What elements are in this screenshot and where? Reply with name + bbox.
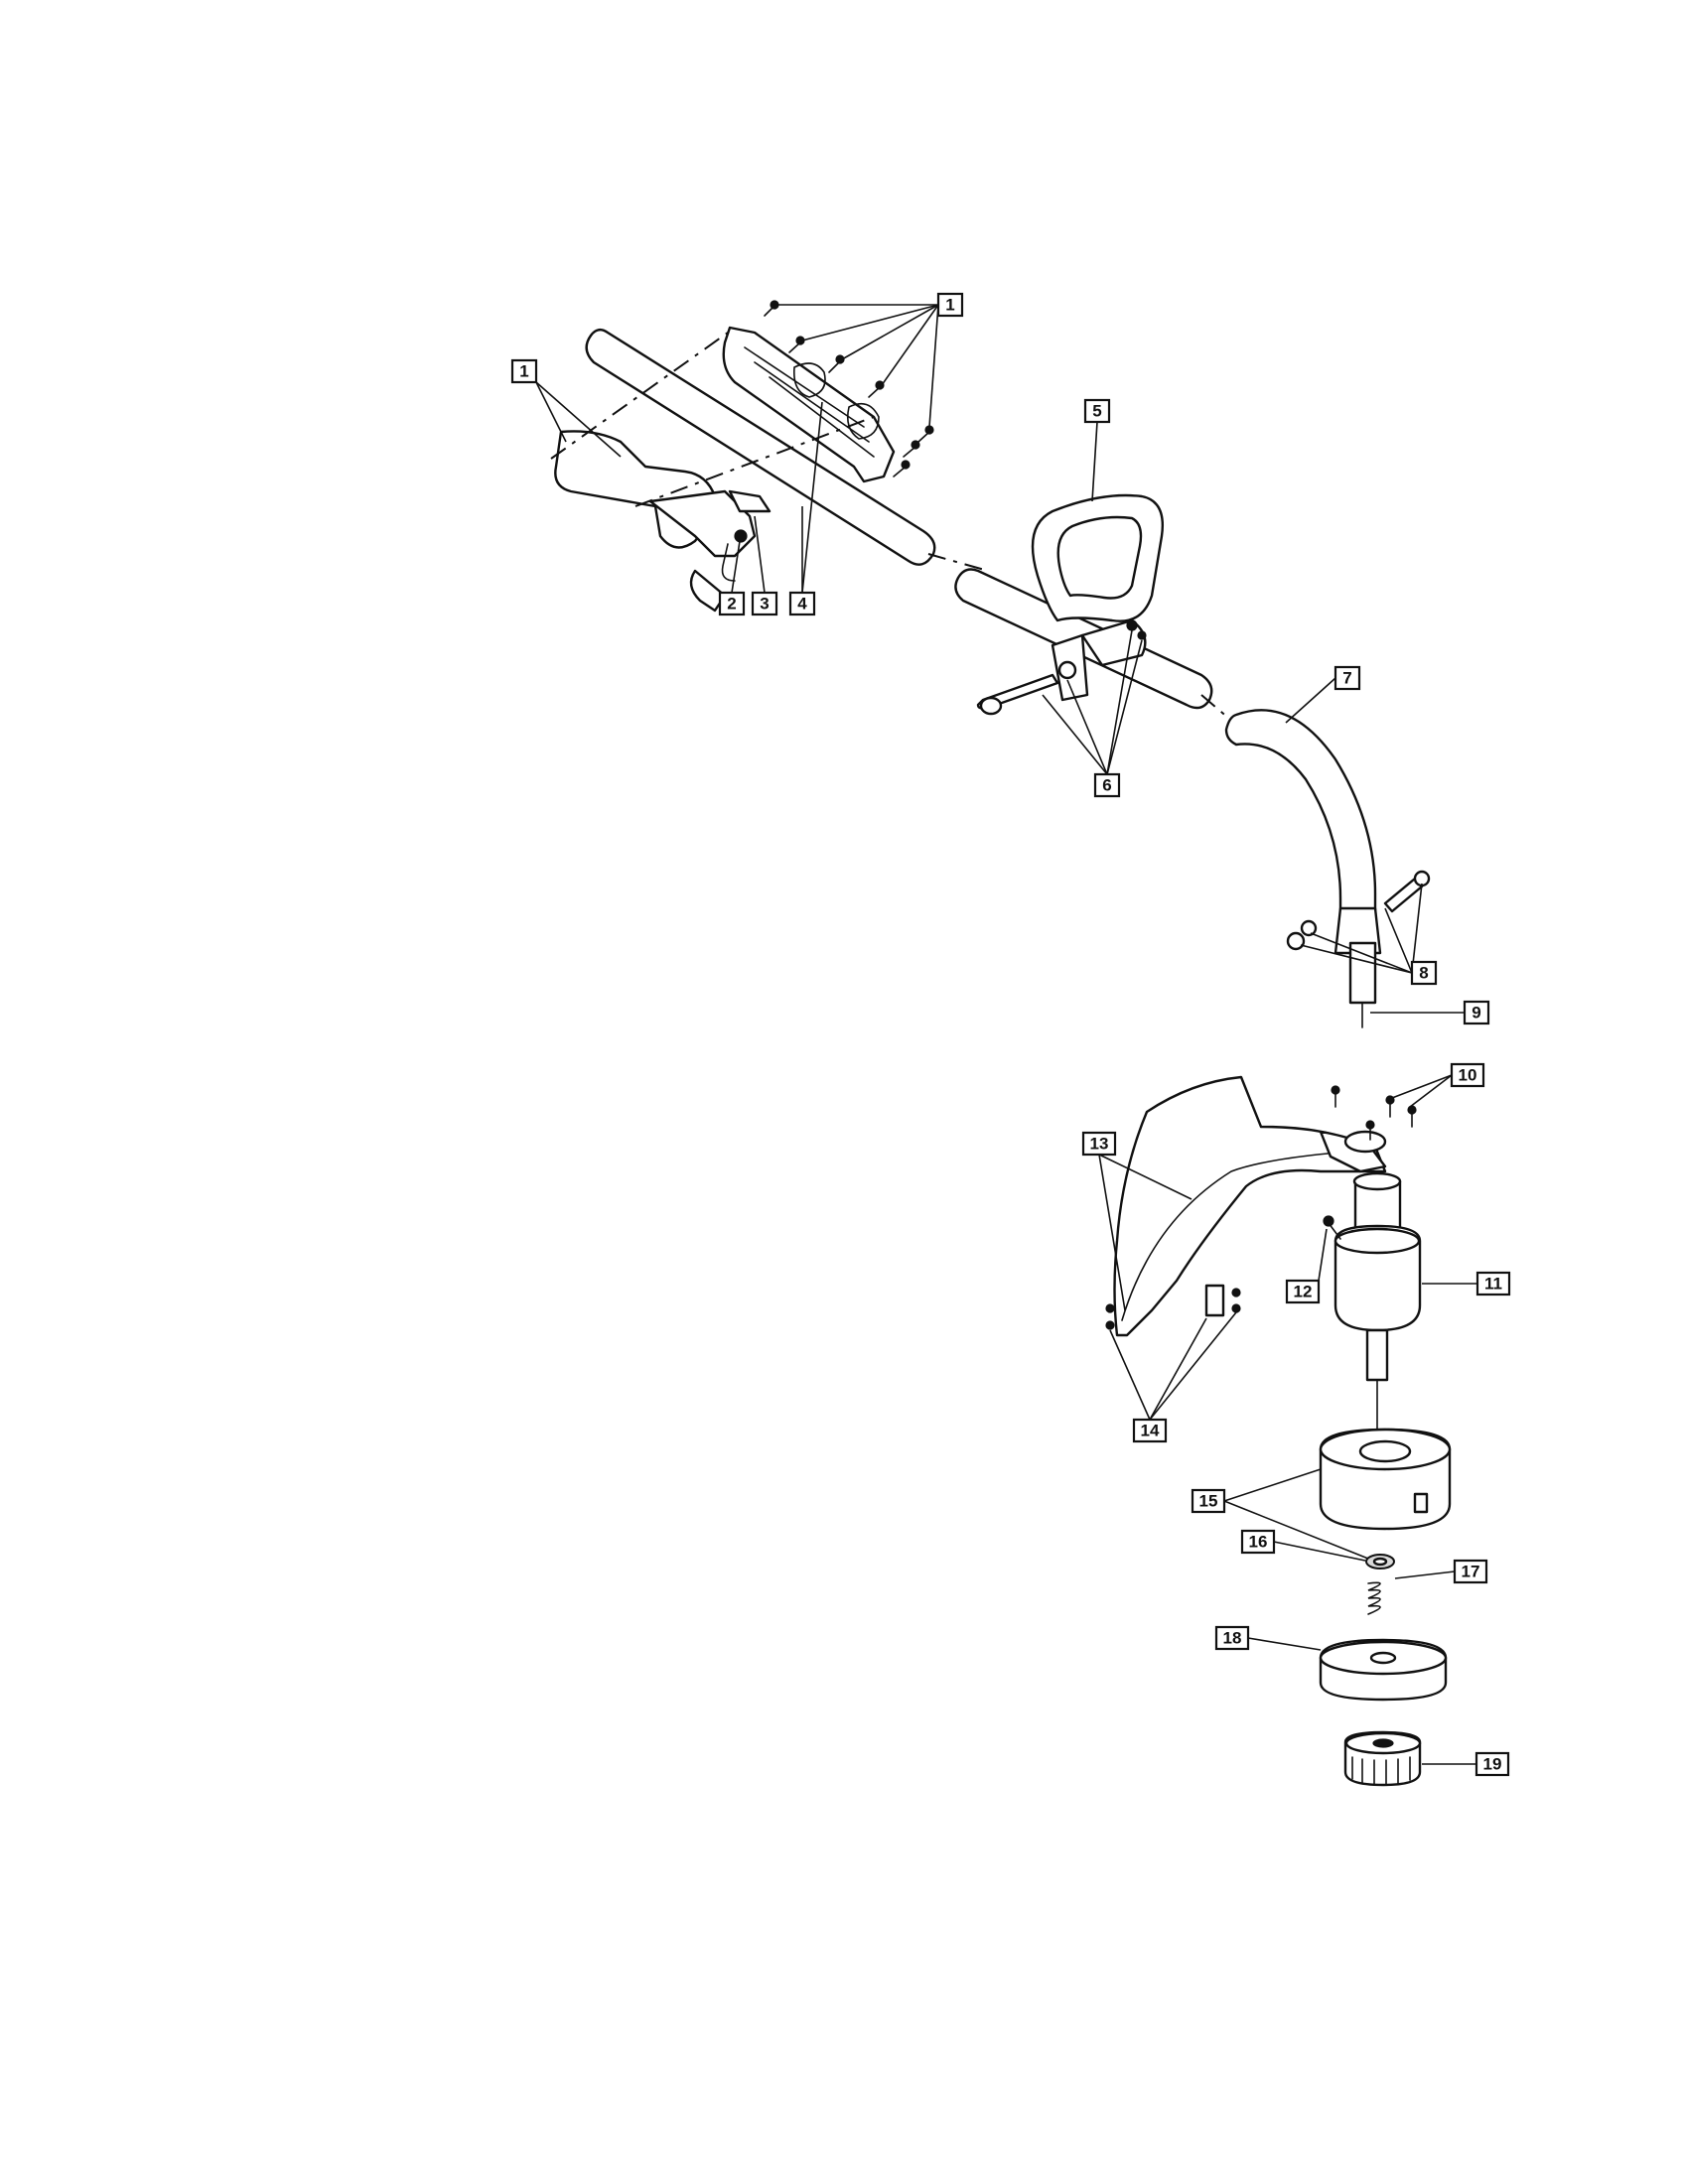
callout-14: 14 xyxy=(1132,1418,1168,1443)
gear-head xyxy=(1323,1171,1422,1440)
screws-group xyxy=(764,300,934,478)
callout-15: 15 xyxy=(1191,1488,1226,1514)
callout-1-left-label: 1 xyxy=(519,362,528,381)
callout-19-label: 19 xyxy=(1483,1755,1502,1774)
callout-8: 8 xyxy=(1410,960,1438,986)
callout-10-label: 10 xyxy=(1459,1066,1477,1085)
leader-lines xyxy=(535,304,1477,1765)
callout-10: 10 xyxy=(1450,1062,1485,1088)
callout-1-left: 1 xyxy=(510,358,538,384)
callout-12-label: 12 xyxy=(1294,1283,1313,1301)
curved-lower-shaft xyxy=(1200,694,1431,1028)
callout-19: 19 xyxy=(1474,1751,1510,1777)
callout-5: 5 xyxy=(1083,398,1111,424)
callout-13-label: 13 xyxy=(1090,1135,1109,1154)
callout-4: 4 xyxy=(788,591,816,616)
callout-7-label: 7 xyxy=(1342,669,1351,688)
callout-18: 18 xyxy=(1214,1625,1250,1651)
upper-shaft-housing xyxy=(550,300,989,613)
callout-15-label: 15 xyxy=(1199,1492,1218,1511)
callouts: 1 1 2 3 4 5 6 7 xyxy=(510,292,1511,1777)
callout-3-label: 3 xyxy=(760,595,769,614)
callout-9: 9 xyxy=(1463,1000,1490,1025)
callout-11: 11 xyxy=(1475,1271,1511,1297)
callout-12: 12 xyxy=(1285,1279,1321,1304)
callout-6-label: 6 xyxy=(1102,776,1111,795)
callout-16: 16 xyxy=(1240,1529,1276,1555)
callout-6: 6 xyxy=(1093,772,1121,798)
debris-guard xyxy=(1105,1075,1417,1337)
callout-8-label: 8 xyxy=(1419,964,1428,983)
callout-17-label: 17 xyxy=(1462,1563,1480,1581)
callout-2: 2 xyxy=(718,591,746,616)
callout-11-label: 11 xyxy=(1484,1275,1502,1294)
callout-17: 17 xyxy=(1453,1559,1488,1584)
callout-2-label: 2 xyxy=(727,595,736,614)
callout-1-top-label: 1 xyxy=(945,296,954,315)
callout-3: 3 xyxy=(751,591,778,616)
callout-13: 13 xyxy=(1081,1131,1117,1157)
trimmer-head xyxy=(1319,1428,1452,1787)
callout-1-top: 1 xyxy=(936,292,964,318)
callout-16-label: 16 xyxy=(1249,1533,1268,1552)
callout-4-label: 4 xyxy=(797,595,807,614)
handle-assembly xyxy=(954,493,1213,716)
callout-18-label: 18 xyxy=(1223,1629,1242,1648)
callout-7: 7 xyxy=(1333,665,1361,691)
callout-14-label: 14 xyxy=(1141,1422,1160,1440)
callout-5-label: 5 xyxy=(1092,402,1101,421)
callout-9-label: 9 xyxy=(1472,1004,1480,1023)
